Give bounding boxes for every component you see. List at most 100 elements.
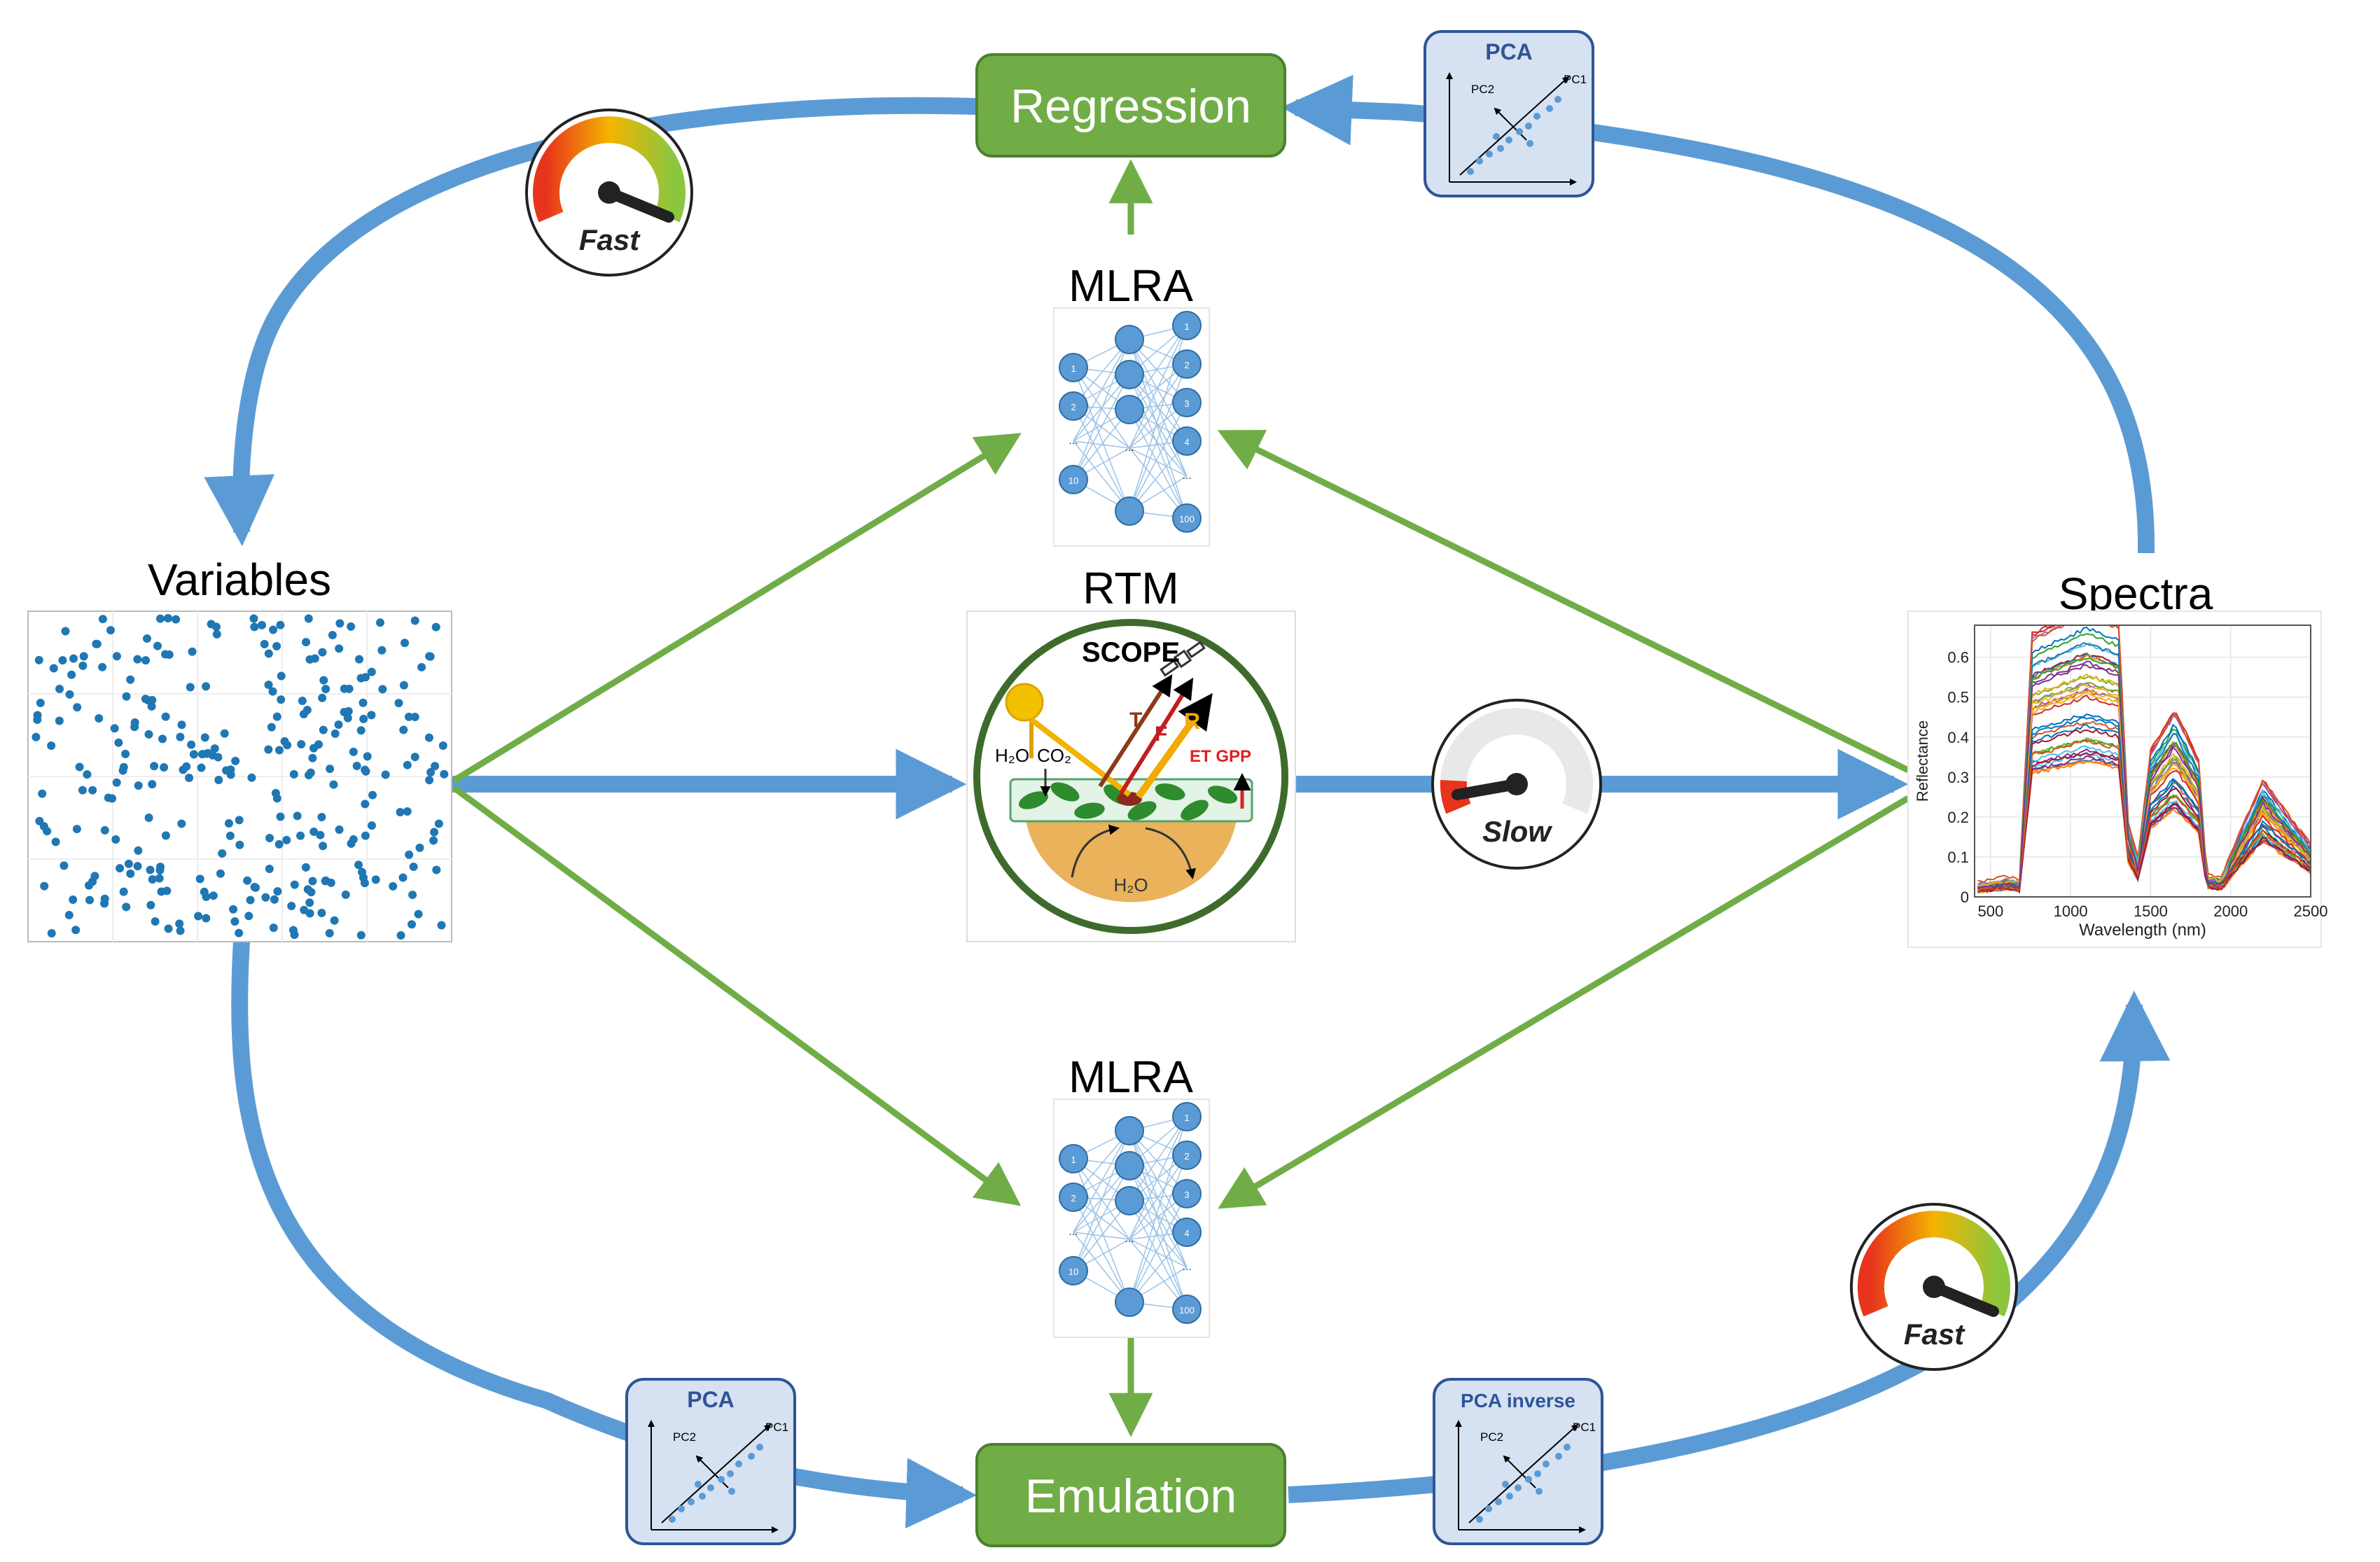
scatter-point [330, 916, 339, 925]
scatter-point [251, 883, 260, 892]
scatter-point [224, 818, 233, 828]
scatter-point [32, 732, 41, 741]
scatter-point [399, 681, 408, 690]
scatter-point [290, 880, 299, 889]
scatter-point [347, 622, 356, 631]
scatter-point [243, 876, 252, 885]
scatter-point [104, 793, 113, 802]
scatter-point [218, 849, 227, 858]
scatter-point [305, 909, 314, 918]
scatter-point [410, 616, 419, 625]
pca-pc1: PC1 [1573, 1421, 1596, 1434]
scatter-point [122, 902, 131, 912]
scatter-point [356, 726, 366, 735]
scatter-point [148, 875, 157, 884]
scatter-point [112, 778, 121, 787]
gauge-label: Fast [1904, 1318, 1965, 1351]
scatter-point [305, 655, 314, 664]
scatter-point [210, 744, 219, 753]
emulation-box: Emulation [975, 1443, 1286, 1547]
scatter-point [220, 729, 229, 738]
scatter-point [133, 655, 142, 664]
spectra-x-tick: 2500 [2294, 902, 2328, 920]
gauge-fast-bottom: Fast [1850, 1203, 2018, 1371]
scatter-point [367, 711, 376, 720]
green-spectra-to-mlra-bottom [1218, 795, 1910, 1209]
scatter-point [268, 687, 277, 696]
network-node [1172, 426, 1202, 456]
scatter-point [225, 831, 235, 840]
scatter-point [106, 626, 115, 635]
scatter-point [410, 712, 419, 721]
scatter-point [264, 681, 273, 690]
scatter-point [343, 713, 352, 723]
scatter-point [425, 652, 434, 661]
scatter-point [257, 620, 266, 629]
scatter-point [399, 725, 408, 734]
scatter-point [60, 861, 69, 870]
pca-point [1525, 123, 1532, 130]
scatter-point [431, 622, 440, 632]
scatter-point [297, 739, 306, 748]
spectra-y-tick: 0.1 [1947, 849, 1969, 866]
scatter-point [144, 813, 153, 822]
scatter-point [417, 662, 426, 671]
scatter-point [318, 693, 327, 702]
scatter-point [95, 713, 104, 723]
scatter-point [202, 682, 211, 691]
scatter-point [363, 752, 372, 761]
scatter-point [434, 819, 443, 828]
green-variables-to-mlra-top [452, 433, 1022, 783]
scatter-point [197, 763, 206, 772]
network-ellipsis: ... [1125, 442, 1134, 454]
scatter-point [58, 656, 67, 665]
scatter-point [361, 673, 370, 682]
scatter-point [329, 780, 338, 789]
flux-arrow-r [1135, 692, 1213, 799]
pca-point [1486, 151, 1493, 158]
scatter-point [71, 926, 81, 935]
spectra-y-tick: 0.4 [1947, 729, 1969, 746]
pca-point [1546, 105, 1553, 112]
scatter-point [321, 685, 330, 694]
network-node-label: 100 [1179, 514, 1195, 524]
scatter-point [244, 912, 253, 921]
scatter-point [440, 769, 449, 779]
network-node [1059, 465, 1088, 494]
scatter-point [272, 642, 281, 651]
scatter-point [69, 654, 78, 663]
scatter-point [403, 807, 412, 816]
scatter-point [79, 652, 88, 661]
flux-arrow-t [1098, 674, 1173, 788]
scatter-point [122, 692, 131, 701]
scatter-point [272, 794, 281, 803]
scatter-point [249, 614, 258, 623]
scatter-point [368, 790, 377, 800]
network-ellipsis: ... [1182, 1261, 1191, 1273]
network-ellipsis: ... [1069, 1226, 1078, 1238]
scatter-point [33, 711, 42, 720]
scatter-point [318, 648, 327, 657]
mlra-top-title: MLRA [1069, 260, 1193, 311]
scatter-point [209, 891, 218, 900]
scatter-point [335, 619, 345, 628]
scatter-point [305, 771, 314, 780]
network-node [1172, 1102, 1202, 1131]
pca-point [1467, 168, 1474, 175]
network-node-label: 2 [1071, 402, 1076, 412]
network-ellipsis: ... [1182, 470, 1191, 482]
gauge-label: Fast [579, 223, 641, 256]
network-node [1115, 360, 1144, 389]
scatter-point [161, 831, 170, 840]
scatter-point [264, 649, 273, 658]
pca-point [727, 1470, 734, 1477]
scatter-point [424, 733, 433, 742]
spectra-x-tick: 2000 [2213, 902, 2248, 920]
scatter-point [273, 887, 282, 896]
pca-pc2-axis [1494, 107, 1527, 141]
regression-box: Regression [975, 53, 1286, 158]
pca-box-bottom-left: PCA PC1 PC2 [625, 1378, 796, 1545]
scatter-point [246, 895, 255, 905]
scatter-point [429, 836, 438, 845]
scatter-point [211, 622, 221, 632]
